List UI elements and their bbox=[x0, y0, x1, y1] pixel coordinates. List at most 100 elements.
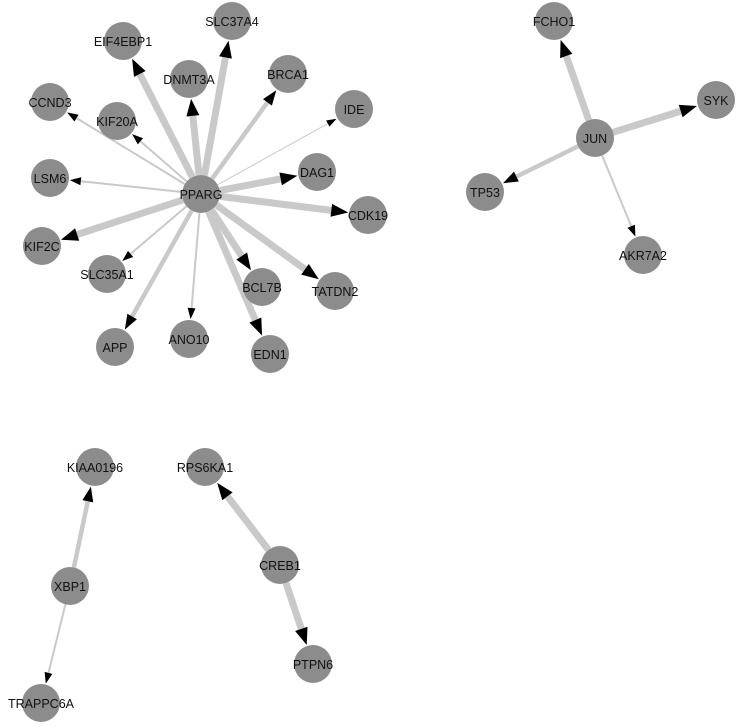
node-tatdn2[interactable]: TATDN2 bbox=[312, 272, 359, 310]
node-circle[interactable] bbox=[697, 81, 735, 119]
node-jun[interactable]: JUN bbox=[576, 119, 614, 157]
node-circle[interactable] bbox=[316, 272, 354, 310]
arrowhead-icon bbox=[503, 171, 519, 184]
node-label: DAG1 bbox=[300, 166, 334, 180]
node-ano10[interactable]: ANO10 bbox=[169, 320, 210, 358]
edge-pparg-dnmt3a bbox=[186, 98, 203, 176]
node-label: CREB1 bbox=[259, 559, 301, 573]
edge-pparg-brca1 bbox=[210, 90, 277, 180]
edge-jun-syk bbox=[612, 104, 697, 136]
node-circle[interactable] bbox=[96, 328, 134, 366]
node-syk[interactable]: SYK bbox=[697, 81, 735, 119]
node-dnmt3a[interactable]: DNMT3A bbox=[163, 60, 215, 98]
node-circle[interactable] bbox=[104, 22, 142, 60]
arrowhead-icon bbox=[69, 177, 82, 186]
node-ide[interactable]: IDE bbox=[335, 90, 373, 128]
node-circle[interactable] bbox=[251, 335, 289, 373]
arrowhead-icon bbox=[67, 112, 79, 122]
node-fcho1[interactable]: FCHO1 bbox=[533, 2, 575, 40]
arrowhead-icon bbox=[678, 104, 697, 118]
node-circle[interactable] bbox=[31, 83, 69, 121]
edge-line bbox=[515, 144, 579, 179]
arrowhead-icon bbox=[122, 250, 134, 261]
node-kif2c[interactable]: KIF2C bbox=[23, 227, 61, 265]
edge-line bbox=[219, 175, 282, 194]
node-creb1[interactable]: CREB1 bbox=[259, 546, 301, 584]
edge-line bbox=[612, 107, 682, 136]
node-brca1[interactable]: BRCA1 bbox=[267, 55, 309, 93]
node-circle[interactable] bbox=[294, 645, 332, 683]
node-ccnd3[interactable]: CCND3 bbox=[28, 83, 72, 121]
edge-pparg-ccnd3 bbox=[67, 112, 186, 185]
node-edn1[interactable]: EDN1 bbox=[251, 335, 289, 373]
node-circle[interactable] bbox=[31, 159, 69, 197]
node-rps6ka1[interactable]: RPS6KA1 bbox=[177, 448, 233, 486]
edge-xbp1-trappc6a bbox=[44, 604, 67, 684]
node-circle[interactable] bbox=[170, 60, 208, 98]
node-circle[interactable] bbox=[182, 175, 220, 213]
node-circle[interactable] bbox=[76, 448, 114, 486]
node-slc37a4[interactable]: SLC37A4 bbox=[205, 2, 259, 40]
node-kiaa0196[interactable]: KIAA0196 bbox=[67, 448, 123, 486]
node-circle[interactable] bbox=[88, 255, 126, 293]
node-pparg[interactable]: PPARG bbox=[180, 175, 223, 213]
node-lsm6[interactable]: LSM6 bbox=[31, 159, 69, 197]
node-label: TP53 bbox=[470, 186, 500, 200]
node-label: PTPN6 bbox=[293, 658, 333, 672]
node-akr7a2[interactable]: AKR7A2 bbox=[619, 236, 667, 274]
edge-line bbox=[190, 212, 201, 309]
node-eif4ebp1[interactable]: EIF4EBP1 bbox=[94, 22, 152, 60]
node-circle[interactable] bbox=[186, 448, 224, 486]
node-circle[interactable] bbox=[243, 268, 281, 306]
arrowhead-icon bbox=[132, 134, 143, 145]
edge-line bbox=[214, 202, 308, 273]
node-circle[interactable] bbox=[466, 173, 504, 211]
node-bcl7b[interactable]: BCL7B bbox=[242, 268, 282, 306]
node-app[interactable]: APP bbox=[96, 328, 134, 366]
edge-pparg-kif2c bbox=[61, 196, 184, 241]
node-label: SLC37A4 bbox=[205, 15, 259, 29]
node-circle[interactable] bbox=[22, 684, 60, 722]
node-label: IDE bbox=[344, 103, 365, 117]
node-circle[interactable] bbox=[298, 153, 336, 191]
node-circle[interactable] bbox=[51, 567, 89, 605]
edge-xbp1-kiaa0196 bbox=[71, 486, 94, 568]
node-circle[interactable] bbox=[576, 119, 614, 157]
node-circle[interactable] bbox=[349, 196, 387, 234]
node-circle[interactable] bbox=[269, 55, 307, 93]
node-circle[interactable] bbox=[98, 102, 136, 140]
node-circle[interactable] bbox=[213, 2, 251, 40]
arrowhead-icon bbox=[187, 307, 196, 320]
node-circle[interactable] bbox=[335, 90, 373, 128]
arrowhead-icon bbox=[279, 172, 298, 186]
arrowhead-icon bbox=[263, 90, 277, 106]
edge-line bbox=[219, 192, 332, 214]
node-label: CCND3 bbox=[28, 96, 71, 110]
edge-pparg-ide bbox=[217, 118, 337, 186]
node-xbp1[interactable]: XBP1 bbox=[51, 567, 89, 605]
edge-pparg-kif20a bbox=[132, 134, 188, 183]
edge-pparg-bcl7b bbox=[208, 207, 251, 271]
edge-line bbox=[601, 155, 633, 227]
node-slc35a1[interactable]: SLC35A1 bbox=[80, 255, 134, 293]
node-trappc6a[interactable]: TRAPPC6A bbox=[8, 684, 75, 722]
node-ptpn6[interactable]: PTPN6 bbox=[293, 645, 333, 683]
node-label: CDK19 bbox=[348, 209, 388, 223]
node-tp53[interactable]: TP53 bbox=[466, 173, 504, 211]
node-circle[interactable] bbox=[261, 546, 299, 584]
node-kif20a[interactable]: KIF20A bbox=[96, 102, 139, 140]
edge-pparg-slc37a4 bbox=[200, 40, 232, 176]
node-cdk19[interactable]: CDK19 bbox=[348, 196, 388, 234]
arrowhead-icon bbox=[326, 118, 337, 127]
node-label: TRAPPC6A bbox=[8, 697, 75, 711]
node-circle[interactable] bbox=[23, 227, 61, 265]
edge-line bbox=[224, 494, 272, 553]
node-circle[interactable] bbox=[535, 2, 573, 40]
node-circle[interactable] bbox=[624, 236, 662, 274]
node-dag1[interactable]: DAG1 bbox=[298, 153, 336, 191]
edge-line bbox=[136, 72, 196, 179]
edge-pparg-cdk19 bbox=[219, 192, 349, 217]
node-circle[interactable] bbox=[170, 320, 208, 358]
arrowhead-icon bbox=[132, 58, 146, 77]
node-label: BCL7B bbox=[242, 281, 282, 295]
